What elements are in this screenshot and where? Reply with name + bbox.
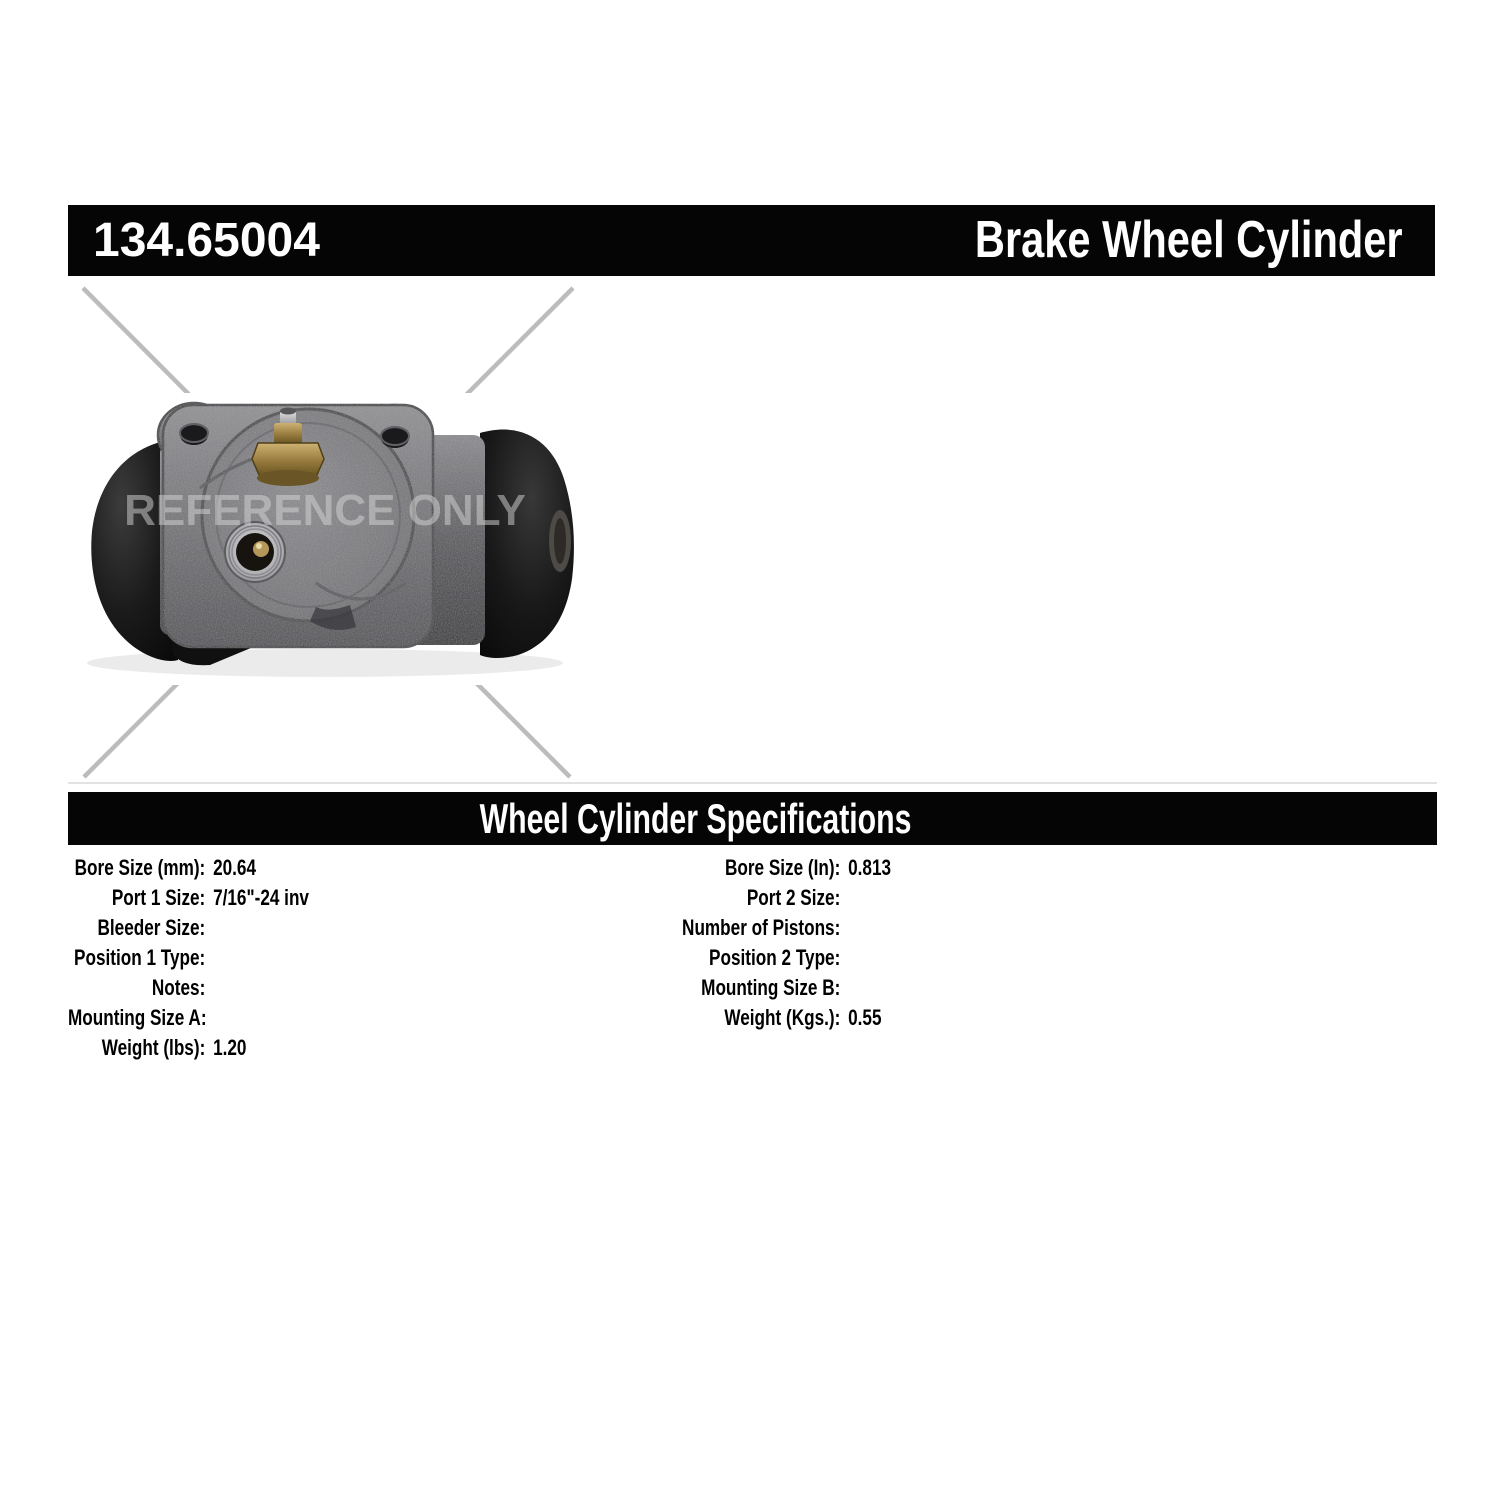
spec-label: Port 1 Size: [111, 885, 206, 910]
product-photo: REFERENCE ONLY [78, 286, 575, 779]
divider-line [68, 782, 1437, 784]
spec-value [205, 1003, 213, 1033]
spec-value [840, 973, 848, 1003]
spec-row: Notes: [68, 973, 309, 1003]
product-title: Brake Wheel Cylinder [975, 211, 1403, 269]
spec-label: Weight (Kgs.): [724, 1005, 841, 1030]
spec-row: Weight (Kgs.): 0.55 [650, 1003, 891, 1033]
spec-label: Number of Pistons: [682, 915, 841, 940]
spec-label: Bleeder Size: [97, 915, 206, 940]
spec-row: Number of Pistons: [650, 913, 891, 943]
spec-label: Bore Size (In): [724, 855, 841, 880]
spec-value: 7/16"-24 inv [213, 885, 309, 910]
right-boot [480, 429, 574, 658]
spec-value [840, 883, 848, 913]
spec-row: Position 2 Type: [650, 943, 891, 973]
spec-value: 1.20 [213, 1035, 247, 1060]
spec-value [840, 943, 848, 973]
threaded-port [224, 521, 286, 583]
bleeder-valve [251, 407, 325, 486]
specs-title: Wheel Cylinder Specifications [479, 795, 912, 842]
mounting-holes [179, 423, 410, 448]
spec-row: Position 1 Type: [68, 943, 309, 973]
spec-column-left: Bore Size (mm): 20.64 Port 1 Size: 7/16"… [68, 853, 309, 1063]
spec-row: Port 2 Size: [650, 883, 891, 913]
spec-row: Bore Size (In): 0.813 [650, 853, 891, 883]
spec-label: Position 1 Type: [74, 945, 206, 970]
spec-value: 0.813 [848, 855, 892, 880]
spec-column-right: Bore Size (In): 0.813 Port 2 Size: Numbe… [650, 853, 891, 1033]
spec-label: Port 2 Size: [746, 885, 841, 910]
spec-value [840, 913, 848, 943]
watermark-text: REFERENCE ONLY [124, 486, 526, 535]
spec-row: Bleeder Size: [68, 913, 309, 943]
header-bar: 134.65004 Brake Wheel Cylinder [68, 205, 1435, 276]
spec-label: Mounting Size B: [701, 975, 841, 1000]
face-recess [310, 605, 356, 630]
spec-row: Weight (lbs): 1.20 [68, 1033, 309, 1063]
spec-row: Bore Size (mm): 20.64 [68, 853, 309, 883]
spec-value: 20.64 [213, 855, 257, 880]
spec-value: 0.55 [848, 1005, 882, 1030]
spec-value [205, 913, 213, 943]
part-number: 134.65004 [93, 214, 320, 267]
spec-label: Bore Size (mm): [74, 855, 206, 880]
spec-label: Position 2 Type: [709, 945, 841, 970]
spec-value [205, 973, 213, 1003]
spec-label: Mounting Size A: [68, 1005, 207, 1030]
spec-label: Weight (lbs): [101, 1035, 206, 1060]
spec-row: Port 1 Size: 7/16"-24 inv [68, 883, 309, 913]
specs-bar: Wheel Cylinder Specifications [68, 792, 1437, 845]
spec-row: Mounting Size A: [68, 1003, 309, 1033]
spec-row: Mounting Size B: [650, 973, 891, 1003]
product-photo-area: REFERENCE ONLY [60, 283, 580, 788]
spec-label: Notes: [151, 975, 206, 1000]
spec-value [205, 943, 213, 973]
